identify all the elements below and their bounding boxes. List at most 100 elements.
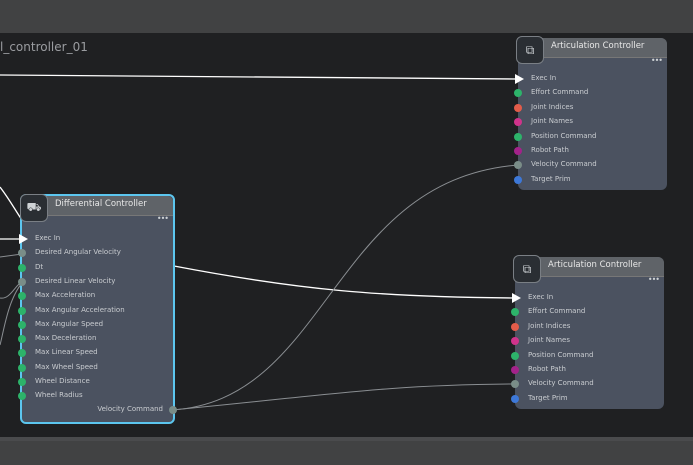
input-pin[interactable] xyxy=(18,392,26,401)
input-port-wheel-radius[interactable]: Wheel Radius xyxy=(18,389,172,403)
articulation-controller-node-2[interactable]: ⧉ Articulation Controller ••• Exec In Eff… xyxy=(511,255,665,409)
port-label: Wheel Distance xyxy=(35,377,90,385)
input-port-joint-indices[interactable]: Joint Indices xyxy=(514,101,668,115)
input-pin[interactable] xyxy=(511,322,519,331)
input-pin[interactable] xyxy=(511,366,519,374)
port-label: Max Angular Speed xyxy=(35,319,104,328)
more-options-icon[interactable]: ••• xyxy=(156,214,169,223)
output-port-velocity-command[interactable]: Velocity Command xyxy=(23,403,177,417)
input-port-target-prim[interactable]: Target Prim xyxy=(511,392,665,406)
more-options-icon[interactable]: ••• xyxy=(647,275,660,284)
port-label: Position Command xyxy=(528,350,594,359)
port-label: Joint Names xyxy=(531,117,573,126)
input-pin[interactable] xyxy=(514,132,522,141)
port-label: Desired Linear Velocity xyxy=(35,276,116,285)
exec-pin[interactable] xyxy=(512,293,521,303)
input-port-exec-in[interactable]: Exec In xyxy=(512,291,665,305)
articulation-controller-node-1[interactable]: ⧉ Articulation Controller ••• Exec In Eff… xyxy=(514,36,668,190)
input-port-position-command[interactable]: Position Command xyxy=(514,130,668,144)
input-pin[interactable] xyxy=(514,161,522,170)
port-label: Target Prim xyxy=(528,393,568,402)
port-label: Velocity Command xyxy=(97,405,163,413)
port-label: Robot Path xyxy=(528,365,566,373)
node-header[interactable]: ⧉ Articulation Controller xyxy=(516,36,667,64)
port-label: Target Prim xyxy=(531,174,571,183)
input-pin[interactable] xyxy=(18,349,26,358)
input-port-position-command[interactable]: Position Command xyxy=(511,349,665,363)
port-label: Desired Angular Velocity xyxy=(35,248,121,257)
input-port-desired-linear-velocity[interactable]: Desired Linear Velocity xyxy=(18,275,172,289)
port-label: Velocity Command xyxy=(528,379,594,388)
input-port-effort-command[interactable]: Effort Command xyxy=(514,86,668,100)
differential-controller-node[interactable]: ⛟ Differential Controller ••• Exec In Des… xyxy=(18,194,177,424)
port-label: Robot Path xyxy=(531,146,569,154)
wire-exec-bottom xyxy=(173,265,516,299)
port-label: Position Command xyxy=(531,131,597,140)
input-pin[interactable] xyxy=(511,351,519,360)
input-port-joint-indices[interactable]: Joint Indices xyxy=(511,320,665,334)
output-pin[interactable] xyxy=(169,406,177,414)
input-port-joint-names[interactable]: Joint Names xyxy=(511,334,665,348)
port-label: Dt xyxy=(35,262,44,271)
exec-pin[interactable] xyxy=(515,74,524,84)
port-label: Exec In xyxy=(531,74,557,82)
wire-exec-top xyxy=(0,74,519,80)
input-port-exec-in[interactable]: Exec In xyxy=(19,232,172,246)
input-pin[interactable] xyxy=(511,394,519,403)
input-pin[interactable] xyxy=(514,103,522,112)
port-label: Effort Command xyxy=(531,88,589,97)
gear-box-icon: ⧉ xyxy=(513,255,541,283)
input-pin[interactable] xyxy=(514,147,522,155)
port-label: Max Wheel Speed xyxy=(35,362,98,371)
port-label: Max Angular Acceleration xyxy=(35,305,125,314)
wire-vel-bottom xyxy=(171,383,516,411)
input-port-exec-in[interactable]: Exec In xyxy=(515,72,668,86)
bottom-panel xyxy=(0,437,693,465)
input-pin[interactable] xyxy=(514,89,522,98)
input-pin[interactable] xyxy=(18,249,26,258)
input-pin[interactable] xyxy=(18,320,26,329)
input-pin[interactable] xyxy=(511,380,519,389)
vehicle-icon: ⛟ xyxy=(20,194,48,222)
input-pin[interactable] xyxy=(511,337,519,346)
node-header[interactable]: ⧉ Articulation Controller xyxy=(513,255,664,283)
input-pin[interactable] xyxy=(514,118,522,127)
input-pin[interactable] xyxy=(18,263,26,272)
input-port-max-angular-speed[interactable]: Max Angular Speed xyxy=(18,318,172,332)
input-pin[interactable] xyxy=(18,335,26,344)
input-port-robot-path[interactable]: Robot Path xyxy=(511,363,665,377)
port-label: Exec In xyxy=(35,234,61,242)
input-pin[interactable] xyxy=(514,175,522,184)
port-label: Max Deceleration xyxy=(35,334,97,343)
node-header[interactable]: ⛟ Differential Controller xyxy=(20,194,173,222)
node-title: Articulation Controller xyxy=(551,41,645,51)
input-port-joint-names[interactable]: Joint Names xyxy=(514,115,668,129)
input-pin[interactable] xyxy=(18,292,26,301)
port-label: Wheel Radius xyxy=(35,391,83,400)
input-pin[interactable] xyxy=(18,277,26,286)
port-label: Exec In xyxy=(528,293,554,301)
input-port-max-acceleration[interactable]: Max Acceleration xyxy=(18,289,172,303)
input-port-velocity-command[interactable]: Velocity Command xyxy=(514,158,668,172)
input-port-wheel-distance[interactable]: Wheel Distance xyxy=(18,375,172,389)
input-port-velocity-command[interactable]: Velocity Command xyxy=(511,377,665,391)
input-pin[interactable] xyxy=(18,378,26,386)
input-port-max-wheel-speed[interactable]: Max Wheel Speed xyxy=(18,361,172,375)
input-port-max-deceleration[interactable]: Max Deceleration xyxy=(18,332,172,346)
port-label: Joint Indices xyxy=(531,102,574,111)
node-title: Articulation Controller xyxy=(548,260,642,270)
input-port-max-angular-acceleration[interactable]: Max Angular Acceleration xyxy=(18,304,172,318)
more-options-icon[interactable]: ••• xyxy=(650,56,663,65)
input-pin[interactable] xyxy=(511,308,519,317)
exec-pin[interactable] xyxy=(19,234,28,244)
input-pin[interactable] xyxy=(18,306,26,315)
input-port-effort-command[interactable]: Effort Command xyxy=(511,305,665,319)
input-port-target-prim[interactable]: Target Prim xyxy=(514,173,668,187)
input-port-robot-path[interactable]: Robot Path xyxy=(514,144,668,158)
input-port-max-linear-speed[interactable]: Max Linear Speed xyxy=(18,346,172,360)
input-pin[interactable] xyxy=(18,363,26,372)
port-label: Joint Indices xyxy=(528,321,571,330)
input-port-desired-angular-velocity[interactable]: Desired Angular Velocity xyxy=(18,246,172,260)
input-port-dt[interactable]: Dt xyxy=(18,261,172,275)
